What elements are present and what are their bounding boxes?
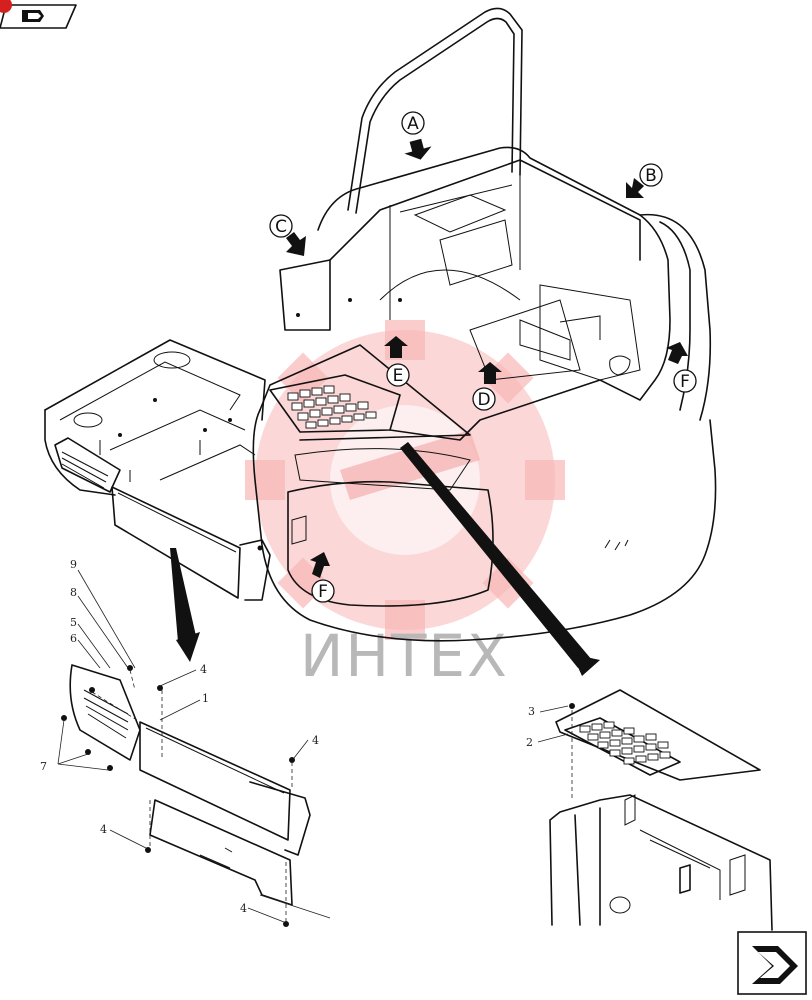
part-number-4-right: 4 (312, 734, 319, 747)
view-arrow-f-right (666, 342, 688, 364)
view-arrow-c (286, 232, 306, 256)
callout-d: D (472, 387, 496, 411)
nav-back-badge[interactable] (0, 0, 77, 29)
callout-b-label: B (645, 166, 657, 186)
view-arrow-f-left (310, 552, 330, 578)
detail-side-cover (61, 664, 331, 927)
callout-a: A (401, 111, 425, 135)
callout-a-label: A (407, 114, 419, 134)
callout-c: C (269, 214, 293, 238)
left-side-frame (44, 339, 266, 496)
part-number-4-bottom: 4 (240, 902, 247, 915)
part-number-8: 8 (70, 586, 77, 599)
view-arrow-d (478, 362, 502, 384)
callout-e: E (386, 363, 410, 387)
callout-c-label: C (275, 217, 287, 237)
rops-frame (347, 7, 523, 214)
callout-f-right: F (673, 369, 697, 393)
pointer-arrow-right (400, 442, 600, 676)
callout-f-left-label: F (318, 582, 328, 602)
part-number-5: 5 (70, 616, 77, 629)
watermark-text: ИНТЕХ (300, 622, 509, 690)
callout-b: B (639, 163, 663, 187)
detail-grille-panel (537, 689, 773, 931)
callout-e-label: E (393, 366, 404, 386)
pointer-arrow-left (170, 548, 200, 662)
part-number-2: 2 (526, 736, 533, 749)
part-number-4-top: 4 (200, 663, 207, 676)
part-number-7: 7 (40, 760, 47, 773)
view-arrow-e (384, 336, 408, 358)
view-arrow-a (404, 138, 432, 160)
part-number-6: 6 (70, 632, 77, 645)
side-cover (54, 437, 271, 601)
part-numbers: 9 8 5 6 4 1 4 7 4 4 3 2 (40, 558, 535, 915)
view-arrow-b (626, 178, 644, 198)
nav-forward-badge[interactable] (737, 931, 807, 995)
detail-side-cover-leaders (57, 569, 309, 923)
callout-f-right-label: F (680, 372, 690, 392)
part-number-9: 9 (70, 558, 77, 571)
callout-d-label: D (477, 390, 490, 410)
rear-panel-grille (269, 374, 401, 433)
callout-f-left: F (311, 579, 335, 603)
part-number-4-left: 4 (100, 823, 107, 836)
part-number-3: 3 (528, 705, 535, 718)
part-number-1: 1 (202, 692, 209, 705)
